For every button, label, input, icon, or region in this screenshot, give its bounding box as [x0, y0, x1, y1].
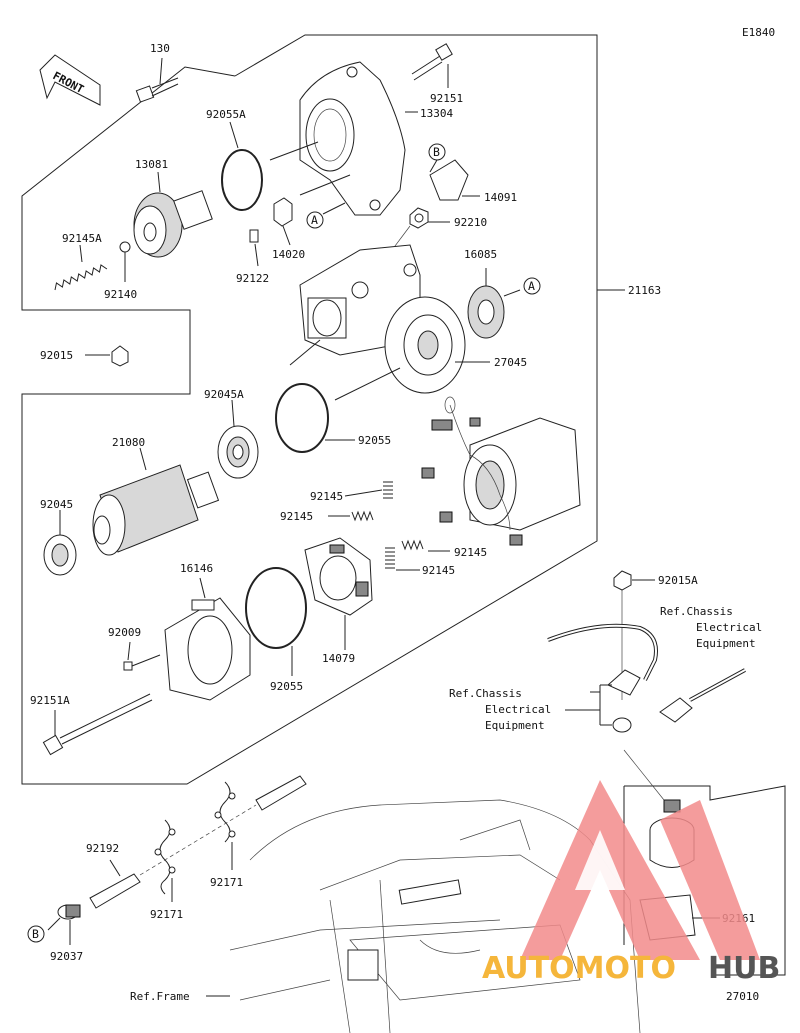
tube-upper — [255, 775, 307, 811]
housing-13304 — [269, 61, 418, 216]
label-13304: 13304 — [420, 107, 453, 120]
screw-92009 — [123, 641, 161, 671]
label-13081: 13081 — [135, 158, 168, 171]
label-92055-lower: 92055 — [270, 680, 303, 693]
label-16085: 16085 — [464, 248, 497, 261]
cap-14091 — [429, 159, 480, 201]
bolt-92151 — [411, 43, 453, 88]
label-21163: 21163 — [628, 284, 661, 297]
label-27045: 27045 — [494, 356, 527, 369]
ref-chassis-mid-1: Ref.Chassis — [449, 687, 522, 700]
label-92171-left: 92171 — [150, 908, 183, 921]
svg-text:B: B — [32, 927, 39, 941]
vehicle-frame — [229, 799, 641, 1033]
label-16146: 16146 — [180, 562, 213, 575]
label-92045: 92045 — [40, 498, 73, 511]
watermark-logo — [520, 780, 760, 960]
springs-92145 — [328, 481, 450, 571]
label-92145-b: 92145 — [280, 510, 313, 523]
ref-frame: Ref.Frame — [130, 990, 190, 1003]
bolt-92151A — [42, 693, 153, 756]
label-21080: 21080 — [112, 436, 145, 449]
ball-92140 — [119, 241, 131, 253]
label-92151: 92151 — [430, 92, 463, 105]
svg-text:A: A — [528, 279, 535, 293]
assembly-frame-outline — [21, 34, 598, 785]
gear-14020 — [273, 197, 293, 246]
label-92145-d: 92145 — [422, 564, 455, 577]
armature-21080 — [92, 447, 220, 556]
watermark-text-b: HUB — [708, 951, 780, 986]
label-130: 130 — [150, 42, 170, 55]
label-14079: 14079 — [322, 652, 355, 665]
label-14020: 14020 — [272, 248, 305, 261]
ref-chassis-mid-3: Equipment — [485, 719, 545, 732]
label-92009: 92009 — [108, 626, 141, 639]
label-92055A: 92055A — [206, 108, 246, 121]
label-14091: 14091 — [484, 191, 517, 204]
label-92145-a: 92145 — [310, 490, 343, 503]
svg-text:A: A — [311, 213, 318, 227]
clamp-92037 — [47, 904, 81, 945]
label-92140: 92140 — [104, 288, 137, 301]
label-92145A: 92145A — [62, 232, 102, 245]
clamp-92171-left — [154, 819, 176, 902]
bearing-92045 — [43, 510, 77, 576]
o-ring-92055-upper — [275, 383, 329, 453]
callout-b-upper: B — [428, 143, 446, 173]
watermark-text-a: AUTOMOTO — [482, 951, 676, 986]
brush-holder-14079 — [304, 537, 373, 650]
diagram-code: E1840 — [742, 26, 775, 39]
bracket-27045 — [289, 296, 490, 401]
gear-13081 — [133, 171, 213, 258]
end-cover-16146 — [164, 577, 251, 701]
label-92015: 92015 — [40, 349, 73, 362]
label-27010: 27010 — [726, 990, 759, 1003]
label-92210: 92210 — [454, 216, 487, 229]
label-92171-right: 92171 — [210, 876, 243, 889]
label-92151A: 92151A — [30, 694, 70, 707]
ref-chassis-mid-2: Electrical — [485, 703, 551, 716]
pin-92122 — [249, 229, 259, 243]
svg-text:B: B — [433, 145, 440, 159]
front-arrow: FRONT — [39, 54, 101, 106]
label-92055-upper: 92055 — [358, 434, 391, 447]
o-ring-92055-lower — [245, 567, 307, 649]
ref-chassis-top-2: Electrical — [696, 621, 762, 634]
label-92045A: 92045A — [204, 388, 244, 401]
tube-92192 — [89, 859, 141, 909]
callout-a-gear: A — [523, 277, 541, 295]
clamp-92171-right — [214, 781, 236, 870]
callout-b-lower: B — [27, 925, 45, 943]
spring-92145A — [54, 244, 108, 291]
ref-chassis-top-3: Equipment — [696, 637, 756, 650]
label-92037: 92037 — [50, 950, 83, 963]
label-92015A: 92015A — [658, 574, 698, 587]
label-92145-c: 92145 — [454, 546, 487, 559]
ref-leader-lines — [565, 684, 612, 726]
battery-cable — [547, 623, 746, 733]
label-92122: 92122 — [236, 272, 269, 285]
bolt-130 — [135, 57, 179, 103]
o-ring-92055A — [221, 149, 263, 211]
yoke-assembly — [421, 396, 581, 546]
nut-92015 — [85, 345, 129, 367]
bearing-92045A — [217, 399, 259, 479]
label-92192: 92192 — [86, 842, 119, 855]
gear-16085 — [467, 268, 521, 339]
callout-a-upper: A — [306, 202, 346, 229]
ref-chassis-top-1: Ref.Chassis — [660, 605, 733, 618]
